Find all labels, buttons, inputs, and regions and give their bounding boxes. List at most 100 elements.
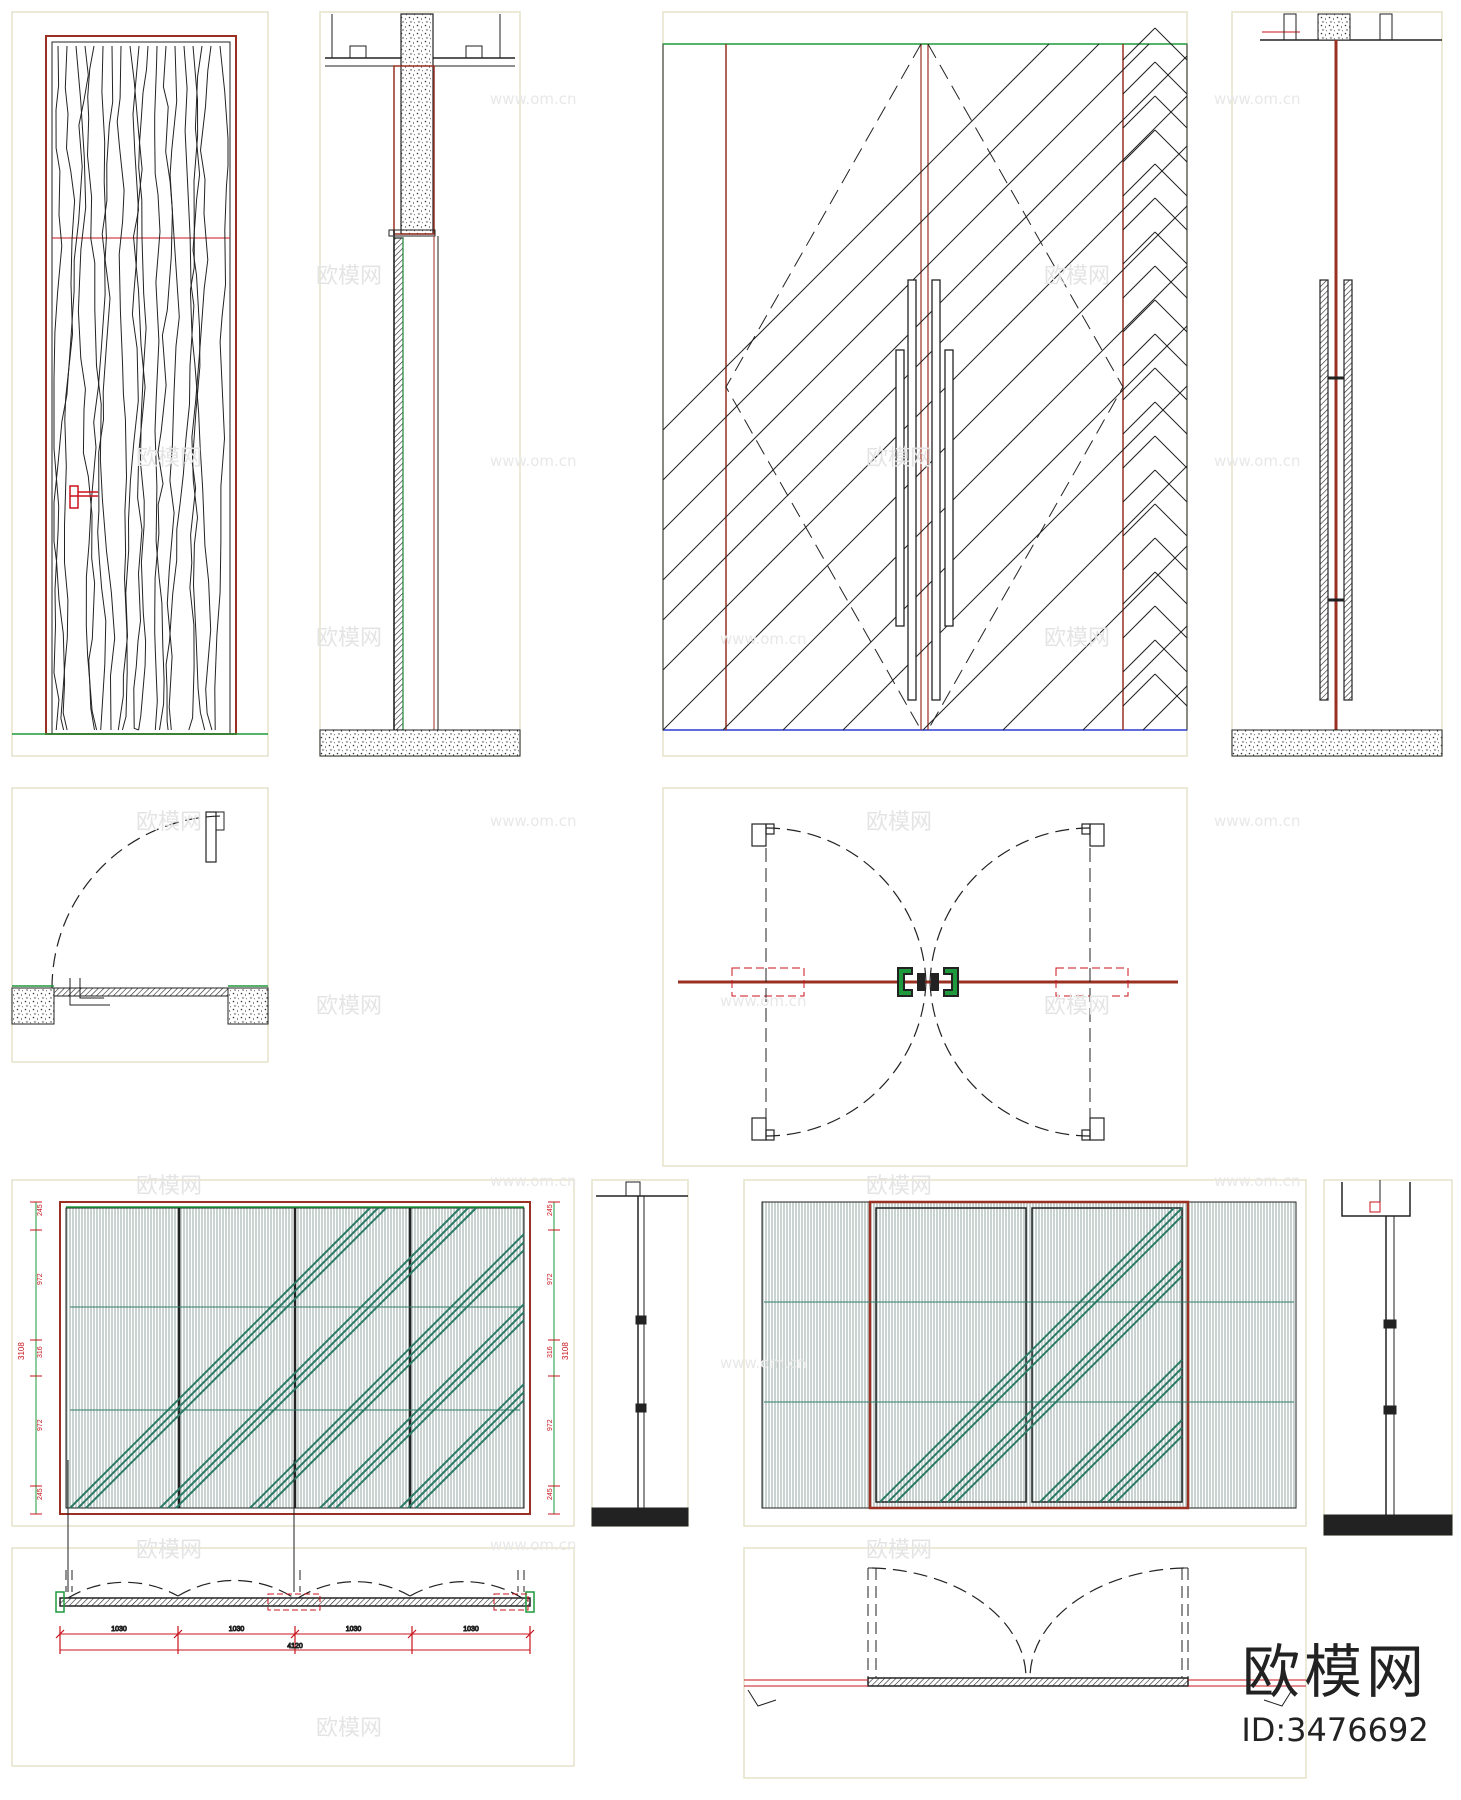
hatch-line — [1154, 605, 1188, 639]
reflection-line — [327, 1311, 525, 1509]
reflection-line — [265, 1249, 525, 1509]
hatch-line — [1154, 469, 1188, 503]
plan-dim-label: 1030 — [463, 1626, 479, 1633]
plan-dim-label: 1030 — [346, 1626, 362, 1633]
hatch-line — [1122, 537, 1156, 571]
reflection-line — [335, 1319, 525, 1509]
hatch-line — [662, 43, 1050, 431]
panel-four-leaf-elevation — [11, 1179, 575, 1527]
hatch-line — [1122, 367, 1156, 401]
reflection-line — [895, 1215, 1183, 1503]
reflection-line — [257, 1241, 525, 1509]
panel-double-door-plan — [662, 787, 1188, 1167]
dim-left-total: 3108 — [17, 1342, 26, 1360]
hatch-line — [1154, 61, 1188, 95]
dim-label-left: 316 — [37, 1346, 44, 1358]
hatch-line — [1122, 299, 1156, 333]
double-door-elevation — [662, 27, 1188, 731]
watermark-cn: 欧模网 — [866, 1538, 933, 1563]
grain-line — [214, 45, 229, 731]
hatch-line — [662, 43, 1150, 531]
hatch-line — [1154, 503, 1188, 537]
panel-four-leaf-section — [591, 1179, 689, 1527]
watermark-url: www.om.cn — [490, 1536, 577, 1554]
hatch-line — [1142, 685, 1188, 731]
wood-grain-pattern — [53, 45, 229, 731]
grain-line — [188, 45, 203, 731]
reflection-line — [249, 1233, 525, 1509]
hatch-line — [1122, 605, 1156, 639]
plan-total-dim: 4120 — [287, 1643, 303, 1650]
hatch-line — [1154, 27, 1188, 61]
hatch-line — [1122, 673, 1156, 707]
hatch-line — [662, 43, 1100, 481]
hatch-line — [1122, 469, 1156, 503]
watermark-url: www.om.cn — [490, 812, 577, 830]
brand-name: 欧模网 — [1241, 1638, 1428, 1706]
hatch-line — [1154, 299, 1188, 333]
hatch-line — [662, 95, 1188, 621]
hatch-line — [1154, 163, 1188, 197]
watermark-cn: 欧模网 — [866, 810, 933, 835]
hatch-line — [1154, 231, 1188, 265]
grain-line — [138, 45, 149, 731]
dim-right-total: 3108 — [561, 1342, 570, 1360]
grain-line — [116, 45, 128, 731]
hatch-line — [1154, 401, 1188, 435]
hatch-line — [1002, 545, 1188, 731]
hatch-line — [842, 385, 1188, 731]
watermark-cn: 欧模网 — [1044, 626, 1111, 651]
double-door-plan — [678, 823, 1178, 1141]
reflection-line — [1099, 1419, 1183, 1503]
single-door-elevation — [12, 35, 268, 735]
reflection-line — [415, 1399, 525, 1509]
watermark-url: www.om.cn — [1214, 90, 1301, 108]
reflection-line — [1039, 1359, 1183, 1503]
grain-line — [86, 45, 116, 731]
watermark-url: www.om.cn — [1214, 1172, 1301, 1190]
plan-dim-label: 1030 — [229, 1626, 245, 1633]
watermark-cn: 欧模网 — [1044, 994, 1111, 1019]
double-leaf-plan — [744, 1567, 1306, 1707]
glass-reflection-hatch — [69, 1207, 525, 1509]
dim-label-right: 245 — [547, 1204, 554, 1216]
hatch-line — [1154, 129, 1188, 163]
watermark-url: www.om.cn — [720, 1354, 807, 1372]
hatch-line — [1122, 61, 1156, 95]
brand-id: ID:3476692 — [1241, 1711, 1429, 1749]
reflection-line — [319, 1303, 525, 1509]
dim-label-left: 245 — [37, 1488, 44, 1500]
reflection-line — [175, 1207, 477, 1509]
watermark-cn: 欧模网 — [1044, 264, 1111, 289]
reflection-line — [955, 1275, 1183, 1503]
hatch-line — [1154, 435, 1188, 469]
grain-line — [97, 45, 111, 731]
watermark-url: www.om.cn — [1214, 812, 1301, 830]
single-door-plan — [11, 811, 269, 1025]
single-door-section — [319, 13, 521, 757]
watermark-cn: 欧模网 — [866, 446, 933, 471]
watermark-url: www.om.cn — [1214, 452, 1301, 470]
watermark-cn: 欧模网 — [866, 1174, 933, 1199]
dim-label-left: 972 — [37, 1419, 44, 1431]
hatch-line — [1154, 197, 1188, 231]
watermark-cn: 欧模网 — [136, 810, 203, 835]
hatch-line — [1122, 333, 1156, 367]
hatch-line — [662, 205, 1188, 731]
watermark-cn: 欧模网 — [316, 1716, 383, 1741]
hatch-line — [662, 55, 1188, 581]
panel-double-leaf-elevation — [743, 1179, 1307, 1527]
hatch-line — [782, 325, 1188, 731]
hatch-line — [1122, 401, 1156, 435]
grain-line — [85, 45, 114, 731]
center-pull-handles — [897, 967, 959, 997]
hatch-line — [1122, 95, 1156, 129]
glass-hatch-lines — [662, 27, 1188, 731]
grain-line — [117, 45, 143, 731]
watermark-cn: 欧模网 — [136, 1174, 203, 1199]
hatch-line — [1154, 265, 1188, 299]
double-leaf-section — [1323, 1180, 1453, 1536]
reflection-line — [1107, 1427, 1183, 1503]
reflection-line — [77, 1207, 379, 1509]
